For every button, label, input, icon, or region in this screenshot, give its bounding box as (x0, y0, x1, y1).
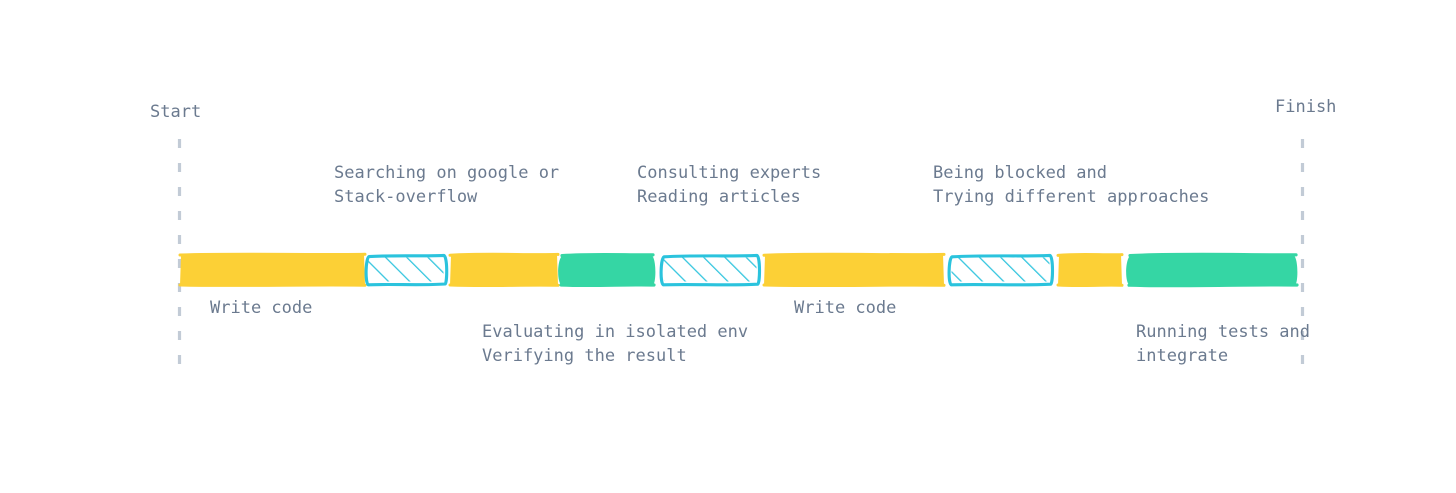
segment-green-evaluating (558, 252, 656, 288)
label-evaluating-line2: Verifying the result (482, 346, 687, 366)
label-write-code-1: Write code (210, 298, 313, 318)
segment-yellow-4 (1056, 252, 1124, 288)
segment-hatched-consulting (659, 253, 762, 287)
segment-green-running-tests (1126, 252, 1299, 288)
segment-yellow-1 (178, 252, 367, 287)
segment-yellow-2 (448, 252, 560, 288)
label-running-tests-line2: integrate (1136, 346, 1229, 366)
label-searching-line2: Stack-overflow (334, 187, 478, 207)
label-evaluating-line1: Evaluating in isolated env (482, 322, 749, 342)
segment-yellow-3 (762, 252, 946, 288)
label-consulting-line2: Reading articles (637, 187, 801, 207)
label-consulting-line1: Consulting experts (637, 163, 822, 183)
label-being-blocked-line1: Being blocked and (933, 163, 1107, 183)
label-finish: Finish (1275, 97, 1337, 117)
segment-hatched-blocked (947, 253, 1055, 287)
label-write-code-2: Write code (794, 298, 897, 318)
label-start: Start (150, 102, 202, 122)
label-being-blocked-line2: Trying different approaches (933, 187, 1210, 207)
label-running-tests-line1: Running tests and (1136, 322, 1310, 342)
label-searching-line1: Searching on google or (334, 163, 560, 183)
segment-hatched-searching (364, 253, 449, 287)
